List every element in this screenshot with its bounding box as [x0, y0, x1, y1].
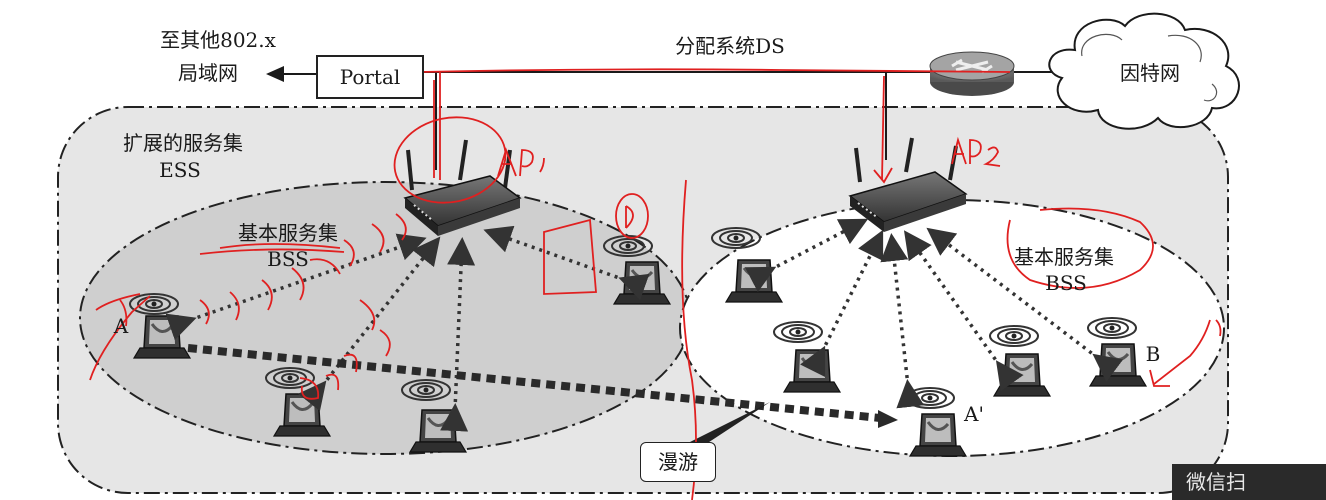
- ds-label: 分配系统DS: [675, 34, 785, 58]
- roaming-callout-pointer: [690, 402, 770, 448]
- roaming-path: [187, 344, 881, 422]
- roaming-label: 漫游: [658, 450, 698, 474]
- station-a-prime-label: A': [964, 402, 984, 426]
- other-lan-label-line1: 至其他802.x: [160, 28, 276, 52]
- ap2-device-icon: [848, 137, 968, 232]
- router-icon: [929, 51, 1015, 96]
- red-annotations: [89, 68, 1222, 500]
- bss1-label-line2: BSS: [267, 247, 309, 271]
- bss2-label-line2: BSS: [1045, 271, 1087, 295]
- station-b-label: B: [1145, 342, 1161, 366]
- internet-label: 因特网: [1120, 61, 1180, 85]
- internet-cloud-icon: [1048, 12, 1240, 130]
- watermark-badge: 微信扫: [1172, 464, 1326, 500]
- other-lan-label-line2: 局域网: [178, 61, 238, 85]
- roaming-callout: 漫游: [640, 442, 716, 482]
- ess-label-line2: ESS: [159, 158, 201, 182]
- bss2-label-line1: 基本服务集: [1014, 245, 1114, 269]
- ess-label-line1: 扩展的服务集: [123, 131, 243, 155]
- station-a-label: A: [113, 314, 129, 338]
- ap1-links: [165, 225, 650, 432]
- ap2-links: [744, 218, 1124, 409]
- bss1-label-line1: 基本服务集: [238, 221, 338, 245]
- portal-label: Portal: [339, 65, 401, 89]
- portal-box: Portal: [316, 55, 424, 99]
- roaming-arrowhead: [878, 410, 898, 428]
